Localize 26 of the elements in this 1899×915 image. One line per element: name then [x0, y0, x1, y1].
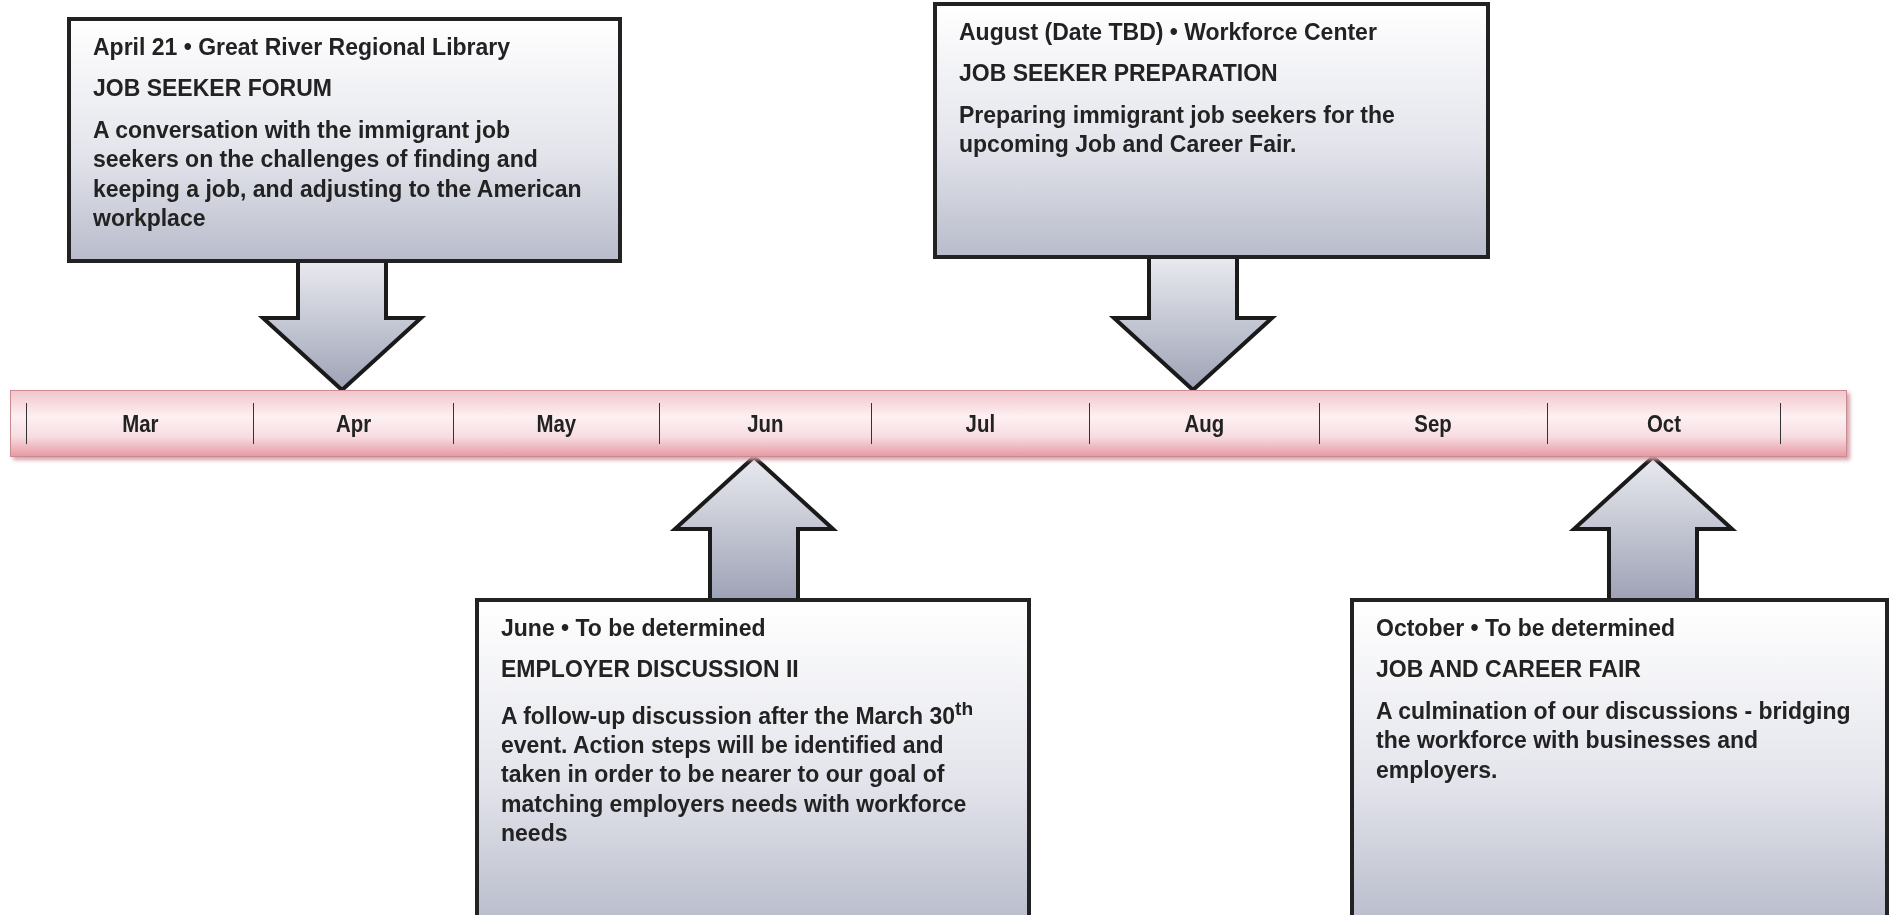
- event-callout-box: [475, 598, 1031, 915]
- month-segment: [1547, 403, 1781, 444]
- month-label: Oct: [1647, 409, 1681, 438]
- month-label: Mar: [121, 409, 159, 438]
- month-label: Jul: [965, 409, 996, 438]
- event-callout-box: [933, 2, 1490, 259]
- event-description: A follow-up discussion after the March 30$^{th}$ event. Action steps will be identified and taken in order to be nearer to our goal of matching employers needs with workforce needs: [501, 696, 975, 849]
- event-title: JOB SEEKER FORUM: [93, 74, 333, 104]
- timeline-bar: [10, 390, 1847, 457]
- event-title: EMPLOYER DISCUSSION II: [501, 655, 800, 685]
- event-description: Preparing immigrant job seekers for the upcoming Job and Career Fair.: [959, 100, 1396, 160]
- month-label: Aug: [1184, 409, 1225, 438]
- event-title: JOB AND CAREER FAIR: [1376, 655, 1642, 685]
- event-date-place: August (Date TBD) • Workforce Center: [959, 18, 1378, 47]
- month-label: Jun: [747, 409, 784, 438]
- event-description: A conversation with the immigrant job seekers on the challenges of finding and keeping a job, and adjusting to the American workplace: [93, 115, 583, 234]
- month-label: May: [536, 409, 577, 438]
- event-date-place: October • To be determined: [1376, 614, 1676, 643]
- event-callout-box: [1350, 598, 1889, 915]
- month-label: Sep: [1414, 409, 1453, 438]
- event-description: A culmination of our discussions - bridging the workforce with businesses and employers.: [1376, 696, 1852, 785]
- event-date-place: June • To be determined: [501, 614, 767, 643]
- event-title: JOB SEEKER PREPARATION: [959, 59, 1279, 89]
- event-callout-box: [67, 17, 622, 263]
- event-date-place: April 21 • Great River Regional Library: [93, 33, 512, 62]
- month-label: Apr: [335, 409, 372, 438]
